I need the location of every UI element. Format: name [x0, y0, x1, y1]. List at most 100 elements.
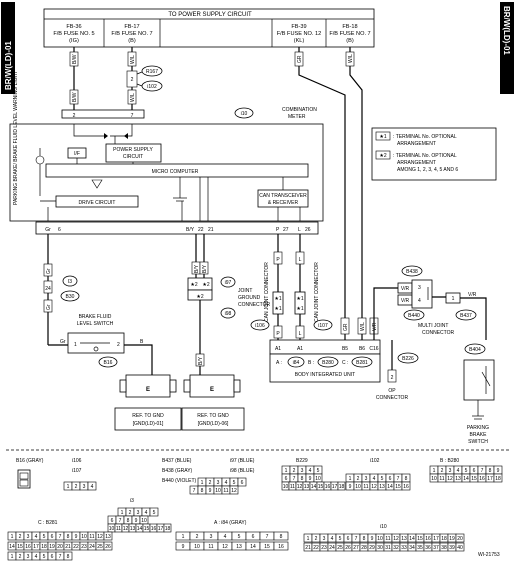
view-i102-bot-pin: 13: [379, 484, 385, 490]
view-i10-title: i10: [380, 524, 387, 530]
view-i3-mid-pin: 8: [127, 518, 130, 524]
view-i3-bot-pin: 10: [109, 526, 115, 532]
view-b229-title: B229: [296, 458, 308, 464]
wire-label: B/Y: [198, 356, 204, 365]
view-b16-pin: [19, 479, 29, 487]
view-b281-title: C : B281: [38, 520, 58, 526]
view-i97-top-cell: [237, 477, 247, 487]
wire-tags-top: B/W W/L GR W/L: [69, 51, 355, 67]
view-b280-mid-pin: 14: [463, 476, 469, 482]
connector-i98-label: i98: [225, 311, 232, 317]
view-b229-top-pin: 5: [317, 468, 320, 474]
view-b281-bot-pin: 3: [27, 554, 30, 560]
view-b16-pin: [19, 472, 29, 480]
wire-label: P: [276, 257, 280, 263]
view-i97-bot-pin: 10: [215, 488, 221, 494]
view-b16-title: B16 (GRAY): [16, 458, 44, 464]
view-i10-bot-pin: 23: [321, 545, 327, 551]
view-i10-bot-pin: 33: [401, 545, 407, 551]
view-i3-top-pin: 5: [153, 510, 156, 516]
meter-title-1: COMBINATION: [282, 107, 317, 113]
view-i84-bot-pin: 9: [182, 544, 185, 550]
wire-bw-tag: B/W: [72, 54, 78, 64]
wire-label: L: [299, 257, 302, 263]
view-i3-mid-pin: 9: [135, 518, 138, 524]
legend-star1-text: : TERMINAL No. OPTIONAL: [393, 134, 457, 140]
view-i98-title: i98 (BLUE): [230, 468, 255, 474]
power-supply-block: TO POWER SUPPLY CIRCUIT FB-36 F/B FUSE N…: [43, 8, 375, 48]
view-b229-bot-pin: 16: [325, 484, 331, 490]
connector-b437-label: B437: [460, 313, 472, 319]
view-i97-top-pin: 6: [241, 480, 244, 486]
legend-star2-text: : TERMINAL No. OPTIONAL: [393, 153, 457, 159]
view-i84-top-cell: [273, 531, 289, 541]
biu-wire-tags: GR W/L V/R: [340, 317, 379, 335]
connector-b281-label: B281: [356, 360, 368, 366]
view-i10-top-pin: 2: [315, 536, 318, 542]
view-b281-top-pin: 12: [97, 534, 103, 540]
view-b281-mid-pin: 17: [33, 544, 39, 550]
connector-i102-label: i102: [147, 84, 157, 90]
view-b281-top-pin: 1: [11, 534, 14, 540]
view-b229-mid-pin: 9: [309, 476, 312, 482]
view-b280-title: B : B280: [440, 458, 459, 464]
view-i10-top-pin: 20: [457, 536, 463, 542]
view-i84-top-pin: 5: [238, 534, 241, 540]
op-l1: OP: [388, 388, 396, 394]
view-i84-bot-cell: [273, 541, 289, 551]
view-b229-bot-pin: 12: [297, 484, 303, 490]
ref-gnd-1-l1: REF. TO GND: [132, 413, 164, 419]
view-i84-top-pin: 3: [210, 534, 213, 540]
pin-label: 6: [58, 227, 61, 233]
legend-star1-text2: ARRANGEMENT: [397, 141, 436, 147]
view-i3-bot-cell: [163, 523, 172, 533]
pin-label: ★2: [190, 282, 197, 288]
pkb-l2: BRAKE: [470, 432, 488, 438]
view-i10-bot-pin: 22: [313, 545, 319, 551]
view-b281-bot-pin: 7: [59, 554, 62, 560]
pin-label: ★2: [202, 282, 209, 288]
pin-label: 2: [117, 342, 120, 348]
view-i106-pin: 2: [75, 484, 78, 490]
wire-label: P: [276, 331, 280, 337]
view-i102-top-pin: 4: [373, 476, 376, 482]
view-b281-top-pin: 4: [35, 534, 38, 540]
view-i97-bot-pin: 11: [223, 488, 228, 494]
connector-i3-label: I3: [68, 279, 72, 285]
wire-wl-tag: W/L: [130, 55, 136, 64]
view-i102-top-pin: 1: [349, 476, 352, 482]
view-i3-title: i3: [130, 498, 134, 504]
combination-meter: PARKING BRAKE/ BRAKE FLUID LEVEL WARNING…: [9, 71, 324, 222]
ground-e-right: E: [210, 387, 214, 393]
connector-r167: 2 R167 i102 W/L B/W: [69, 65, 163, 105]
view-b229-bot-pin: 11: [290, 484, 295, 490]
page-tab-left-label: BR/W(LD)-01: [4, 41, 13, 90]
page-tab-left: BR/W(LD)-01: [1, 2, 15, 94]
view-i102-title: i102: [370, 458, 380, 464]
view-i10-top-pin: 6: [347, 536, 350, 542]
pin-label: 26: [305, 227, 311, 233]
pin-label: B5: [342, 346, 348, 352]
view-b229-bot-pin: 10: [283, 484, 289, 490]
view-i10-top-pin: 7: [355, 536, 358, 542]
view-i106-title: i106: [72, 458, 82, 464]
view-b281-mid-pin: 22: [73, 544, 79, 550]
fuse-fb39-name: F/B FUSE NO. 12: [277, 31, 321, 37]
drive-circuit: DRIVE CIRCUIT: [79, 200, 116, 206]
can-joint-label-2: CAN JOINT CONNECTOR: [314, 262, 320, 322]
view-b281-bot-pin: 1: [11, 554, 14, 560]
view-i102-bot-pin: 15: [395, 484, 401, 490]
view-b440-title: B440 (VIOLET): [162, 478, 197, 484]
view-i84-top-pin: 1: [182, 534, 185, 540]
view-b281-top-pin: 10: [81, 534, 87, 540]
view-b229-bot-pin: 14: [311, 484, 317, 490]
view-i102-bot-pin: 9: [349, 484, 352, 490]
wire-label: V/R: [401, 286, 410, 292]
connector-i107-label: i107: [318, 323, 328, 329]
brake-fluid-label-1: BRAKE FLUID: [79, 314, 112, 320]
legend-star2-text3: AMONG 1, 2, 3, 4, 5 AND 6: [397, 167, 458, 173]
view-i10-bot-pin: 32: [393, 545, 399, 551]
wire-label: P: [276, 227, 280, 233]
fuse-fb17-circuit: (B): [128, 38, 136, 44]
view-b280-top-pin: 3: [449, 468, 452, 474]
